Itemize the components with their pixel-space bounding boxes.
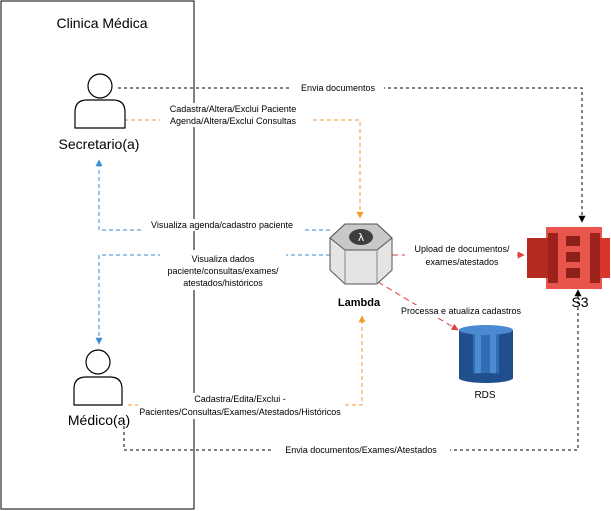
node-label-s3: S3 [571, 294, 588, 310]
user-icon [74, 73, 126, 129]
edge-label-medico-lambda-1: Cadastra/Edita/Exclui - [194, 394, 286, 404]
edge-medico-lambda [128, 315, 366, 406]
edge-label-secretario-lambda-1: Cadastra/Altera/Exclui Paciente [170, 104, 297, 114]
edge-secretario-lambda [124, 119, 364, 219]
edge-label-lambda-secretario: Visualiza agenda/cadastro paciente [151, 220, 293, 230]
edge-label-bg [160, 103, 310, 127]
rds-database-icon [459, 325, 513, 383]
edge-label-bg [142, 219, 302, 231]
edge-secretario-s3 [118, 87, 586, 223]
edge-label-lambda-medico-2: paciente/consultas/exames/ [167, 266, 279, 276]
node-label-medico: Médico(a) [68, 412, 130, 428]
edge-label-bg [392, 305, 530, 317]
edge-label-secretario-s3: Envia documentos [301, 83, 376, 93]
edge-medico-s3 [123, 289, 582, 451]
edge-label-lambda-medico-3: atestados/históricos [183, 278, 263, 288]
edge-label-medico-s3: Envia documentos/Exames/Atestados [285, 445, 437, 455]
edge-label-medico-lambda-2: Pacientes/Consultas/Exames/Atestados/His… [139, 407, 341, 417]
edge-label-lambda-rds: Processa e atualiza cadastros [401, 306, 522, 316]
lambda-icon: λ [329, 223, 393, 285]
edge-label-lambda-medico-1: Visualiza dados [192, 254, 255, 264]
boundary-title: Clinica Médica [56, 15, 147, 31]
svg-text:λ: λ [358, 231, 365, 244]
edge-label-lambda-s3-2: exames/atestados [425, 257, 499, 267]
edge-label-bg [160, 250, 286, 290]
user-icon [73, 349, 123, 406]
edge-label-bg [138, 393, 344, 419]
edge-label-lambda-s3-1: Upload de documentos/ [414, 244, 510, 254]
s3-bucket-icon [527, 227, 610, 289]
edge-label-bg [405, 242, 517, 268]
node-label-rds: RDS [474, 390, 495, 401]
node-label-lambda: Lambda [338, 297, 381, 309]
node-label-secretario: Secretario(a) [59, 136, 140, 152]
edge-lambda-rds [377, 281, 459, 331]
edge-label-bg [292, 82, 384, 94]
edge-label-bg [272, 444, 450, 456]
edge-label-secretario-lambda-2: Agenda/Altera/Exclui Consultas [170, 116, 297, 126]
